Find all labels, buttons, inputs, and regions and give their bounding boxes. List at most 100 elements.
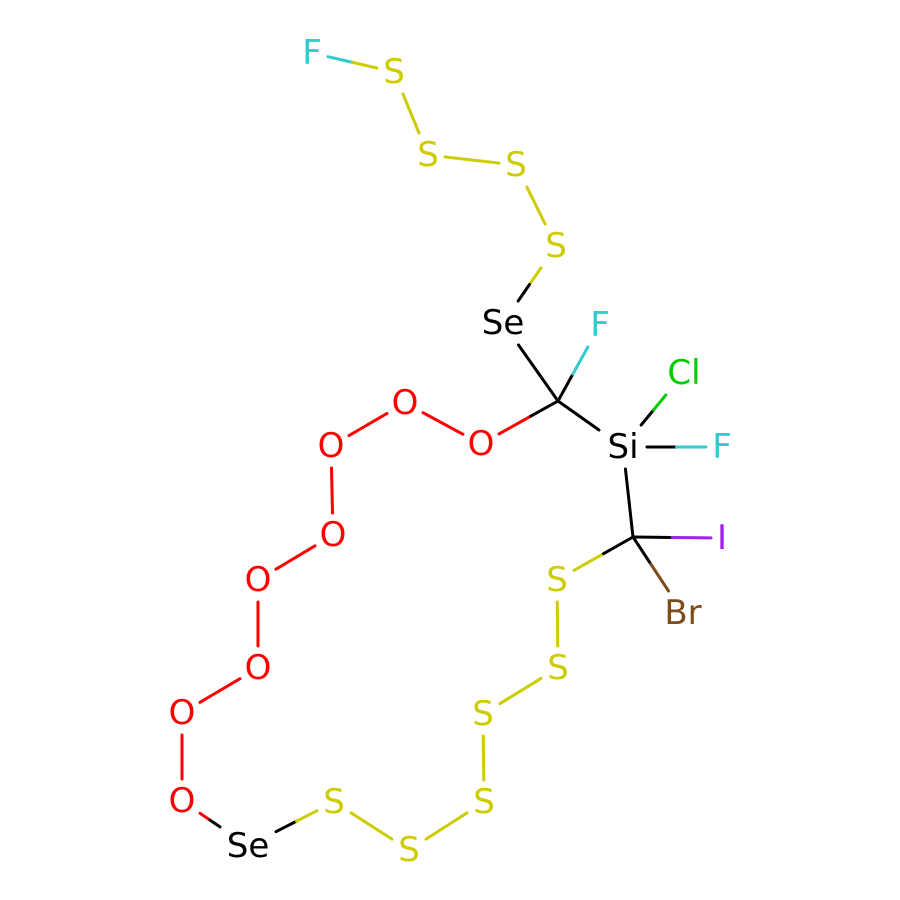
bond-O6-O7 — [198, 677, 242, 704]
bond-segment — [627, 501, 635, 539]
bond-segment — [198, 689, 222, 704]
bond-segment — [295, 809, 319, 823]
bond-segment — [274, 556, 297, 571]
bond-segment — [528, 266, 543, 286]
atom-label-s4: S — [545, 226, 567, 266]
atom-label-s10: S — [546, 560, 568, 600]
bond-segment — [572, 552, 605, 572]
bond-Se2-S5 — [274, 809, 319, 834]
atom-label-o6: O — [245, 648, 272, 688]
bond-S8-S9 — [498, 676, 543, 706]
bond-C2-Br1 — [631, 535, 671, 593]
atom-label-o5: O — [245, 560, 272, 600]
bond-segment — [349, 811, 373, 828]
bond-segment — [556, 372, 575, 403]
bond-segment — [294, 544, 317, 559]
atom-label-cl1: Cl — [667, 353, 700, 393]
bond-O8-Se2 — [198, 811, 222, 829]
bond-segment — [517, 343, 540, 375]
bond-C2-Si1 — [623, 467, 635, 539]
atom-label-br1: Br — [664, 593, 701, 633]
bond-segment — [330, 489, 335, 515]
bond-segment — [649, 562, 671, 593]
atom-label-o8: O — [169, 781, 196, 821]
bond-S7-S8 — [481, 734, 486, 782]
bond-S9-S10 — [555, 600, 560, 648]
bond-segment — [577, 414, 601, 432]
bond-O3-O4 — [329, 466, 335, 515]
atom-label-s2: S — [417, 135, 439, 175]
atom-label-f3: F — [712, 427, 732, 467]
bond-segment — [421, 411, 445, 425]
bond-segment — [198, 811, 212, 822]
bond-S3-S4 — [525, 185, 547, 226]
bond-segment — [351, 60, 379, 70]
bond-S4-Se1 — [516, 266, 543, 303]
bond-S5-S6 — [349, 811, 394, 841]
atom-label-s9: S — [547, 648, 569, 688]
bond-C1-O1 — [497, 399, 560, 436]
bond-segment — [623, 467, 631, 505]
bond-C1-Si1 — [556, 399, 601, 432]
bond-segment — [409, 112, 421, 135]
atom-label-o2: O — [392, 383, 419, 423]
bond-segment — [519, 676, 543, 693]
bond-O1-O2 — [421, 411, 465, 436]
bond-segment — [497, 415, 530, 436]
bond-segment — [527, 399, 560, 419]
bond-segment — [208, 818, 222, 829]
bond-segment — [445, 811, 469, 828]
bond-Se1-C1 — [517, 343, 560, 403]
bond-segment — [366, 411, 389, 426]
atom-label-s6: S — [398, 830, 420, 870]
atom-label-o7: O — [169, 693, 196, 733]
bond-segment — [441, 422, 465, 436]
atom-label-s3: S — [505, 145, 527, 185]
bond-segment — [470, 158, 501, 165]
atom-label-s8: S — [472, 694, 494, 734]
bond-O2-O3 — [347, 411, 389, 438]
bond-O4-O5 — [274, 544, 317, 571]
bond-S6-S7 — [424, 811, 469, 841]
bond-S10-C2 — [572, 535, 635, 572]
bond-segment — [534, 204, 547, 226]
bond-segment — [556, 399, 580, 418]
atom-label-se2: Se — [227, 826, 270, 866]
bond-S1-S2 — [401, 92, 421, 135]
bond-segment — [516, 283, 531, 303]
atom-label-s5: S — [323, 782, 345, 822]
bond-segment — [602, 535, 635, 556]
bond-segment — [571, 345, 590, 376]
atom-label-o4: O — [320, 515, 347, 555]
bond-segment — [347, 423, 370, 438]
bond-F1-S1 — [326, 55, 379, 70]
atom-label-s7: S — [473, 782, 495, 822]
bond-C1-F2 — [556, 345, 590, 403]
atom-label-s1: S — [383, 52, 405, 92]
atom-label-si1: Si — [607, 427, 638, 467]
bond-Si1-Cl1 — [639, 393, 668, 427]
bond-segment — [218, 677, 242, 692]
bond-segment — [525, 185, 538, 207]
atom-label-f2: F — [590, 305, 610, 345]
atom-label-o3: O — [318, 426, 345, 466]
bond-segment — [443, 155, 474, 162]
bond-segment — [401, 92, 413, 115]
bond-S2-S3 — [443, 155, 501, 165]
bond-segment — [326, 55, 354, 64]
bond-segment — [424, 824, 448, 841]
bond-segment — [652, 393, 668, 412]
atom-label-o1: O — [468, 424, 495, 464]
atom-label-f1: F — [302, 33, 322, 73]
bond-segment — [498, 689, 522, 706]
bond-layer — [180, 55, 713, 841]
bond-C2-I1 — [631, 535, 713, 540]
bond-segment — [631, 535, 653, 566]
bond-segment — [639, 408, 655, 427]
bond-segment — [370, 824, 394, 841]
atom-label-i1: I — [717, 518, 727, 558]
atom-label-se1: Se — [482, 303, 525, 343]
